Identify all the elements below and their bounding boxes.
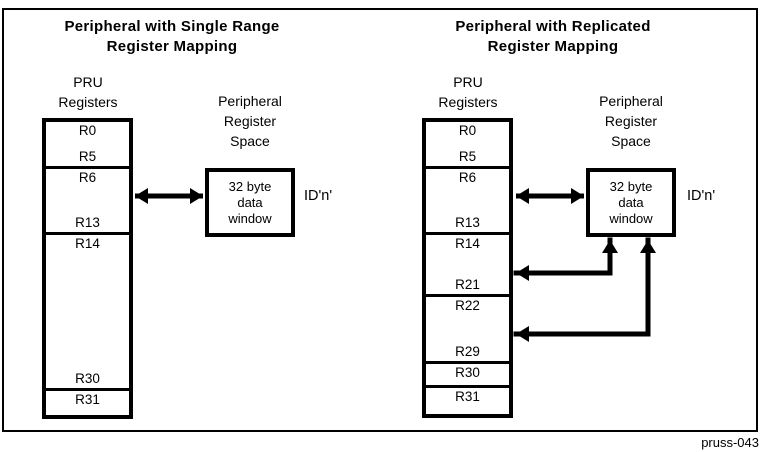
single-range-pru-registers-heading: PRU Registers	[32, 72, 144, 112]
heading-line: Register	[223, 113, 277, 129]
figure-border-frame	[2, 8, 758, 432]
register-label: R22	[455, 298, 480, 313]
register-label: R13	[455, 215, 480, 230]
title-line-2: Register Mapping	[106, 38, 238, 55]
register-label: R30	[455, 365, 480, 380]
register-section-r6-r13: R6 R13	[46, 166, 129, 232]
window-label-line: window	[609, 210, 653, 226]
single-range-title: Peripheral with Single Range Register Ma…	[40, 17, 304, 57]
register-section-r0-r5: R0 R5	[46, 122, 129, 166]
replicated-id-label: ID'n'	[687, 188, 716, 204]
register-section-r31: R31	[46, 388, 129, 415]
window-label-line: window	[228, 210, 272, 226]
register-label: R31	[455, 389, 480, 404]
register-section-r6-r13: R6 R13	[426, 166, 509, 232]
single-range-peripheral-space-heading: Peripheral Register Space	[190, 91, 310, 151]
register-section-r22-r29: R22 R29	[426, 294, 509, 361]
register-label: R30	[75, 371, 100, 386]
register-label: R6	[458, 170, 477, 185]
window-label-line: data	[618, 194, 644, 210]
register-section-r31: R31	[426, 385, 509, 414]
single-range-data-window-box: 32 byte data window	[205, 168, 295, 237]
register-label: R29	[455, 344, 480, 359]
replicated-data-window-box: 32 byte data window	[586, 168, 676, 237]
register-label: R14	[75, 236, 100, 251]
register-section-r30: R30	[426, 361, 509, 385]
heading-line: Peripheral	[218, 93, 282, 109]
replicated-peripheral-space-heading: Peripheral Register Space	[571, 91, 691, 151]
register-label: R0	[458, 123, 477, 138]
register-section-r0-r5: R0 R5	[426, 122, 509, 166]
register-section-r14-r30: R14 R30	[46, 232, 129, 388]
window-label-line: 32 byte	[609, 178, 653, 194]
heading-line: PRU	[453, 74, 483, 90]
replicated-title: Peripheral with Replicated Register Mapp…	[421, 17, 685, 57]
heading-line: PRU	[73, 74, 103, 90]
replicated-pru-registers-heading: PRU Registers	[412, 72, 524, 112]
replicated-register-box: R0 R5 R6 R13 R14 R21 R22 R29 R30 R31	[422, 118, 513, 418]
title-line-1: Peripheral with Replicated	[455, 18, 651, 35]
register-label: R14	[455, 236, 480, 251]
window-label-line: data	[237, 194, 263, 210]
single-range-id-label: ID'n'	[304, 188, 333, 204]
single-range-register-box: R0 R5 R6 R13 R14 R30 R31	[42, 118, 133, 419]
figure-number: pruss-043	[701, 435, 759, 450]
register-label: R0	[78, 123, 97, 138]
register-label: R13	[75, 215, 100, 230]
register-label: R5	[458, 149, 477, 164]
register-label: R6	[78, 170, 97, 185]
register-section-r14-r21: R14 R21	[426, 232, 509, 294]
window-label-line: 32 byte	[228, 178, 272, 194]
heading-line: Registers	[58, 94, 118, 110]
heading-line: Space	[611, 133, 651, 149]
heading-line: Peripheral	[599, 93, 663, 109]
heading-line: Space	[230, 133, 270, 149]
title-line-1: Peripheral with Single Range	[64, 18, 280, 35]
register-label: R5	[78, 149, 97, 164]
heading-line: Registers	[438, 94, 498, 110]
title-line-2: Register Mapping	[487, 38, 619, 55]
register-label: R21	[455, 277, 480, 292]
heading-line: Register	[604, 113, 658, 129]
register-label: R31	[75, 392, 100, 407]
